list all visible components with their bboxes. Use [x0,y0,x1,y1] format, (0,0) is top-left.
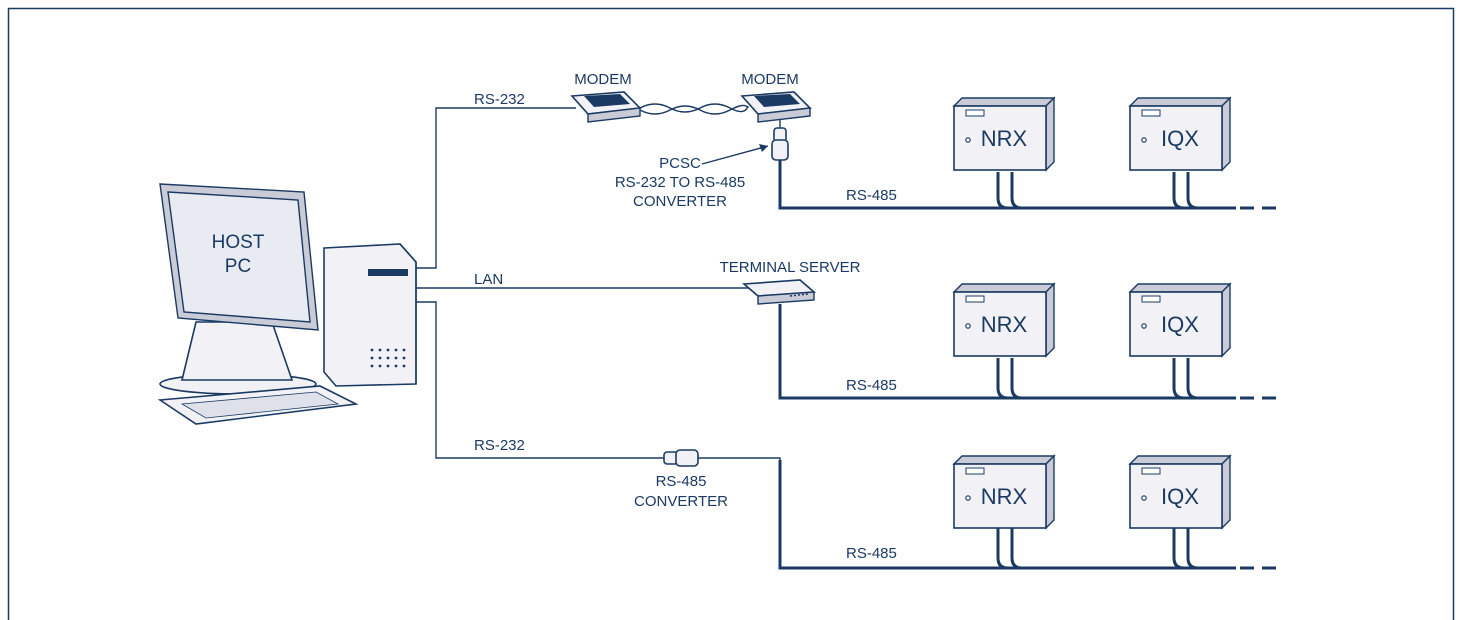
branch-lan: LAN TERMINAL SERVER RS-485 [474,259,1276,400]
wire-rs232-top [416,107,576,269]
modem-a-label: MODEM [574,71,632,88]
terminal-server [742,279,816,305]
bus-label-bottom: RS-485 [846,545,897,562]
pcsc-pointer [701,145,769,165]
panel-nrx-3: NRX [952,454,1056,570]
host-pc: HOST PC [157,183,417,425]
terminal-server-label: TERMINAL SERVER [720,259,861,276]
pcsc-label-1: PCSC [659,155,701,172]
modem-a: MODEM [570,71,642,123]
wire-rs232-bottom [416,301,664,459]
panel-nrx-1: NRX [952,96,1056,210]
panel-label: IQX [1161,126,1199,151]
monitor-screen [167,191,311,323]
monitor-stand [180,321,294,381]
panel-iqx-1: IQX [1128,96,1232,210]
panel-label: NRX [981,126,1028,151]
bus-rs485-bottom [778,460,1236,570]
panel-iqx-2: IQX [1128,282,1232,400]
floppy-drive [368,269,408,276]
keyboard-keys [180,391,340,419]
host-label-line1: HOST [212,232,265,253]
tower-vents [370,348,406,368]
modem-b-label: MODEM [741,71,799,88]
branch-modem: RS-232 MODEM MODEM PCSC RS-232 TO RS-485… [474,71,1276,210]
modem-b: MODEM [740,71,812,123]
rs485-converter [663,449,699,467]
panel-label: IQX [1161,312,1199,337]
pcsc-label-2: RS-232 TO RS-485 [615,174,745,191]
pc-tower [323,243,417,387]
link-label-rs232-bottom: RS-232 [474,437,525,454]
pcsc-label-3: CONVERTER [633,193,727,210]
bus-rs485-top [778,160,1236,210]
panel-iqx-3: IQX [1128,454,1232,570]
modem-b-grille [754,94,800,107]
modem-a-grille [584,94,630,107]
link-label-lan: LAN [474,271,503,288]
bus-label-top: RS-485 [846,187,897,204]
bus-rs485-middle [778,304,1236,400]
phone-line [639,103,749,113]
panel-label: NRX [981,312,1028,337]
converter-label-2: CONVERTER [634,493,728,510]
panel-label: IQX [1161,484,1199,509]
bus-label-middle: RS-485 [846,377,897,394]
converter-label-1: RS-485 [656,473,707,490]
pcsc-converter [771,127,789,161]
frame-border [7,7,1455,620]
panel-label: NRX [981,484,1028,509]
link-label-rs232-top: RS-232 [474,91,525,108]
host-wiring [416,107,780,459]
panel-nrx-2: NRX [952,282,1056,400]
host-label-line2: PC [225,256,251,277]
